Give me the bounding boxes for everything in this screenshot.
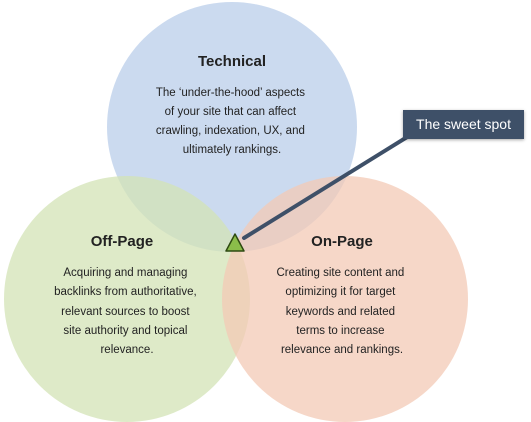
- onpage-circle: [222, 176, 468, 422]
- sweet-spot-marker-icon: [225, 233, 245, 252]
- onpage-line: terms to increase: [296, 325, 384, 337]
- onpage-line: Creating site content and: [276, 267, 404, 279]
- callout-pointer: [242, 132, 414, 240]
- onpage-description: Creating site content and optimizing it …: [276, 267, 407, 356]
- technical-title: Technical: [198, 53, 266, 70]
- offpage-line: relevant sources to boost: [61, 306, 190, 318]
- technical-description: The ‘under-the-hood’ aspects of your sit…: [156, 87, 308, 156]
- onpage-line: optimizing it for target: [285, 286, 396, 298]
- offpage-line: backlinks from authoritative,: [54, 286, 197, 298]
- onpage-title: On-Page: [311, 233, 373, 250]
- offpage-description: Acquiring and managing backlinks from au…: [54, 267, 200, 356]
- offpage-line: site authority and topical: [63, 325, 187, 337]
- sweet-spot-callout: The sweet spot: [403, 110, 524, 139]
- onpage-line: relevance and rankings.: [281, 344, 403, 356]
- onpage-line: keywords and related: [286, 306, 395, 318]
- technical-line: of your site that can affect: [165, 106, 297, 118]
- technical-line: crawling, indexation, UX, and: [156, 125, 305, 137]
- offpage-line: Acquiring and managing: [63, 267, 187, 279]
- technical-line: The ‘under-the-hood’ aspects: [156, 87, 305, 99]
- technical-line: ultimately rankings.: [183, 144, 281, 156]
- offpage-circle: [4, 176, 250, 422]
- offpage-line: relevance.: [100, 344, 153, 356]
- offpage-title: Off-Page: [91, 233, 154, 250]
